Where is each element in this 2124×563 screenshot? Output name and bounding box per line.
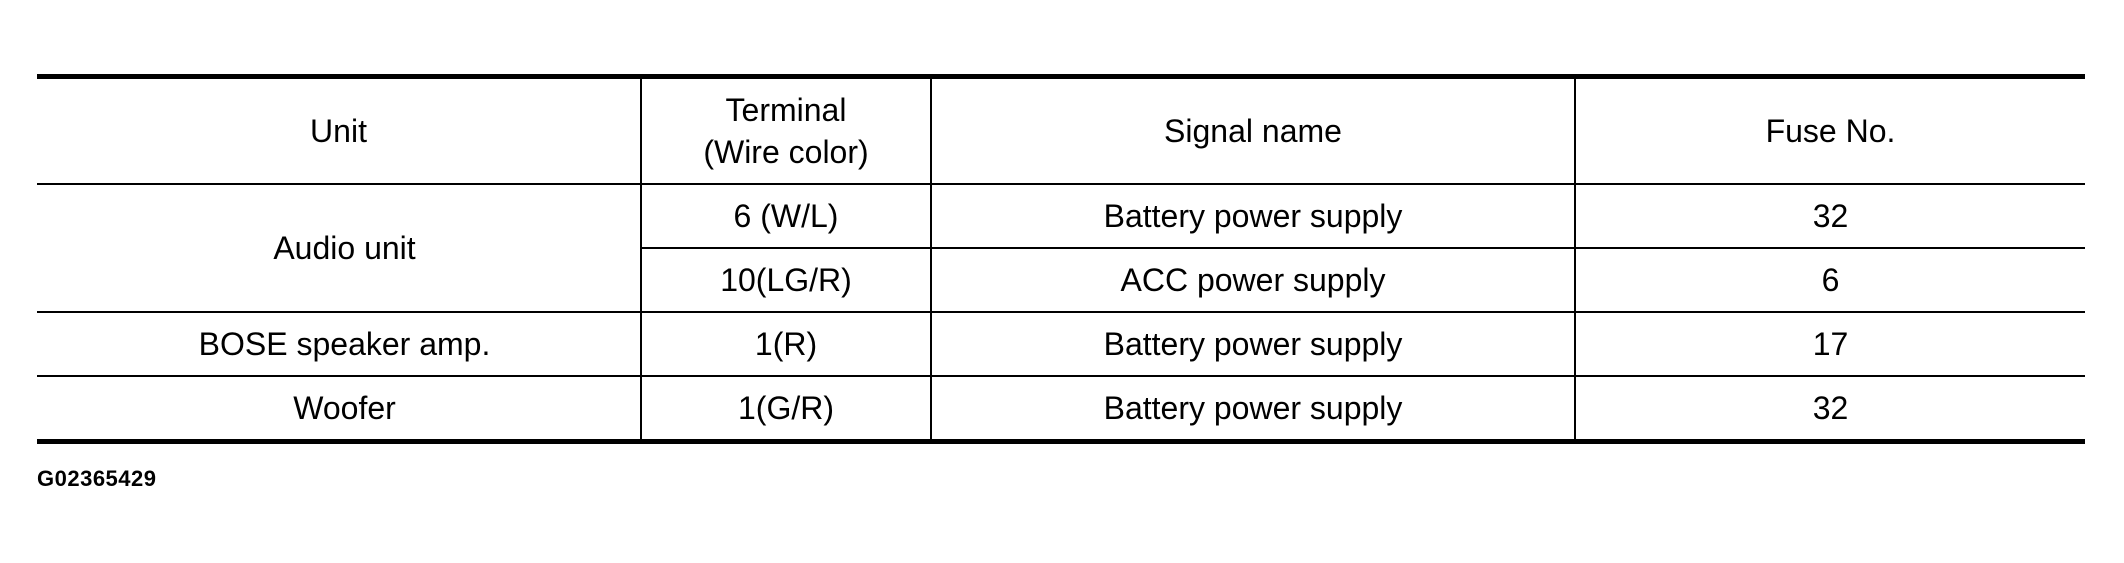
- table-row: BOSE speaker amp. 1(R) Battery power sup…: [37, 312, 2085, 377]
- header-terminal-line2: (Wire color): [703, 134, 869, 170]
- fuse-cell: 32: [1574, 184, 2085, 249]
- header-signal-name: Signal name: [930, 74, 1576, 185]
- signal-cell: ACC power supply: [930, 248, 1576, 313]
- header-unit: Unit: [37, 74, 642, 185]
- signal-cell: Battery power supply: [930, 376, 1576, 444]
- figure-code: G02365429: [37, 466, 157, 491]
- header-fuse-no: Fuse No.: [1574, 74, 2085, 185]
- unit-cell: Audio unit: [37, 184, 642, 313]
- fuse-cell: 32: [1574, 376, 2085, 444]
- terminal-cell: 6 (W/L): [640, 184, 932, 249]
- table-row: 10(LG/R) ACC power supply 6: [37, 248, 2085, 313]
- signal-cell: Battery power supply: [930, 184, 1576, 249]
- fuse-cell: 6: [1574, 248, 2085, 313]
- fuse-cell: 17: [1574, 312, 2085, 377]
- fuse-table: Unit Terminal (Wire color) Signal name F…: [37, 74, 2085, 444]
- table-row: Woofer 1(G/R) Battery power supply 32: [37, 376, 2085, 444]
- header-terminal: Terminal (Wire color): [640, 74, 932, 185]
- terminal-cell: 1(R): [640, 312, 932, 377]
- table-header-row: Unit Terminal (Wire color) Signal name F…: [37, 74, 2085, 185]
- terminal-cell: 10(LG/R): [641, 248, 932, 313]
- unit-cell: Woofer: [37, 376, 642, 444]
- table-row: Audio unit 6 (W/L) Battery power supply …: [37, 184, 2085, 313]
- header-terminal-line1: Terminal: [725, 92, 847, 128]
- unit-cell: BOSE speaker amp.: [37, 312, 642, 377]
- signal-cell: Battery power supply: [930, 312, 1576, 377]
- terminal-cell: 1(G/R): [640, 376, 932, 444]
